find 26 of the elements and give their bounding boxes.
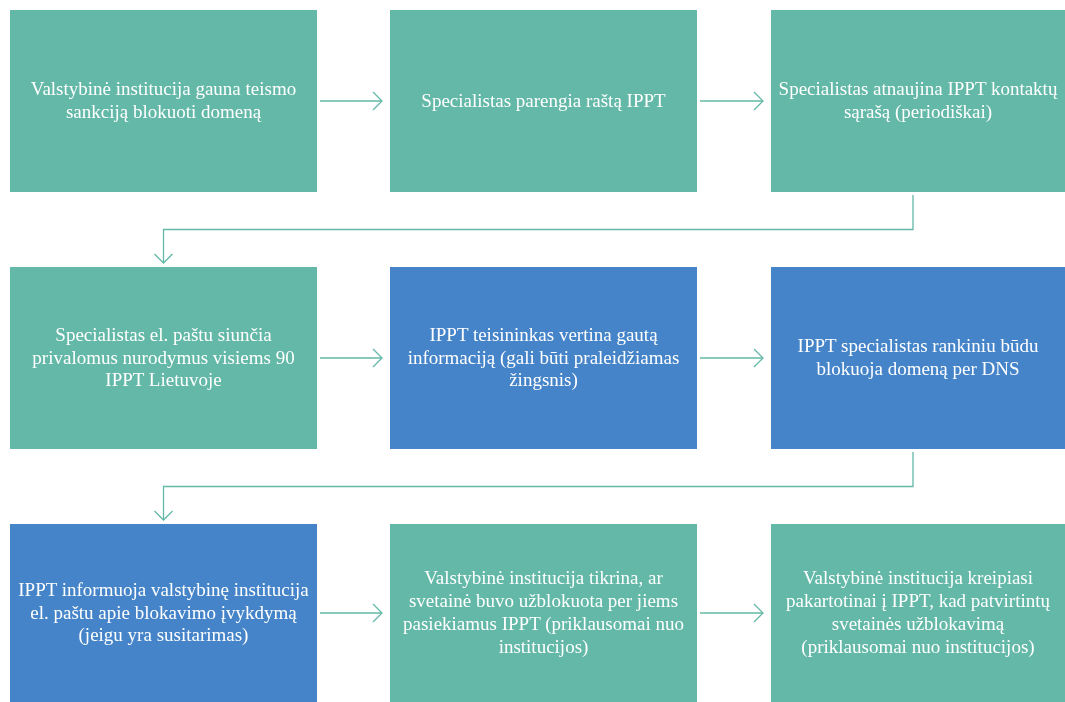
arrow [153, 194, 914, 264]
process-box [771, 10, 1065, 192]
step-text: IPPT teisininkas vertina gautą informaciją (gali būti praleidžiamas žingsnis) [406, 323, 681, 393]
step-text: Valstybinė institucija kreipiasi pakartotinai į IPPT, kad patvirtintų svetainės užblokavimą (priklausomai nuo institucijos) [785, 567, 1051, 659]
step-text: IPPT informuoja valstybinę institucija el. paštu apie blokavimo įvykdymą (jeigu yra susitarimas) [17, 578, 310, 648]
step-text: Specialistas atnaujina IPPT kontaktų sąrašą (periodiškai) [777, 78, 1059, 124]
arrow [319, 603, 383, 623]
step-text: Specialistas el. paštu siunčia privalomus nurodymus visiems 90 IPPT Lietuvoje [31, 323, 296, 393]
process-box [10, 524, 317, 702]
process-box [10, 10, 317, 192]
arrow [153, 451, 914, 521]
arrow [319, 91, 383, 111]
arrow [699, 348, 764, 368]
step-text: Specialistas parengia raštą IPPT [421, 89, 666, 113]
process-box [10, 267, 317, 449]
step-text: IPPT specialistas rankiniu būdu blokuoja domeną per DNS [796, 335, 1040, 381]
arrow [319, 348, 383, 368]
arrow [699, 91, 764, 111]
step-text: Valstybinė institucija tikrina, ar svetainė buvo užblokuota per jiems pasiekiamus IPPT (priklausomai nuo institucijos) [402, 567, 685, 659]
process-box [771, 524, 1065, 702]
process-box [390, 524, 697, 702]
process-box [771, 267, 1065, 449]
arrow [699, 603, 764, 623]
process-box [390, 10, 697, 192]
step-text: Valstybinė institucija gauna teismo sankciją blokuoti domeną [29, 78, 298, 124]
process-box [390, 267, 697, 449]
